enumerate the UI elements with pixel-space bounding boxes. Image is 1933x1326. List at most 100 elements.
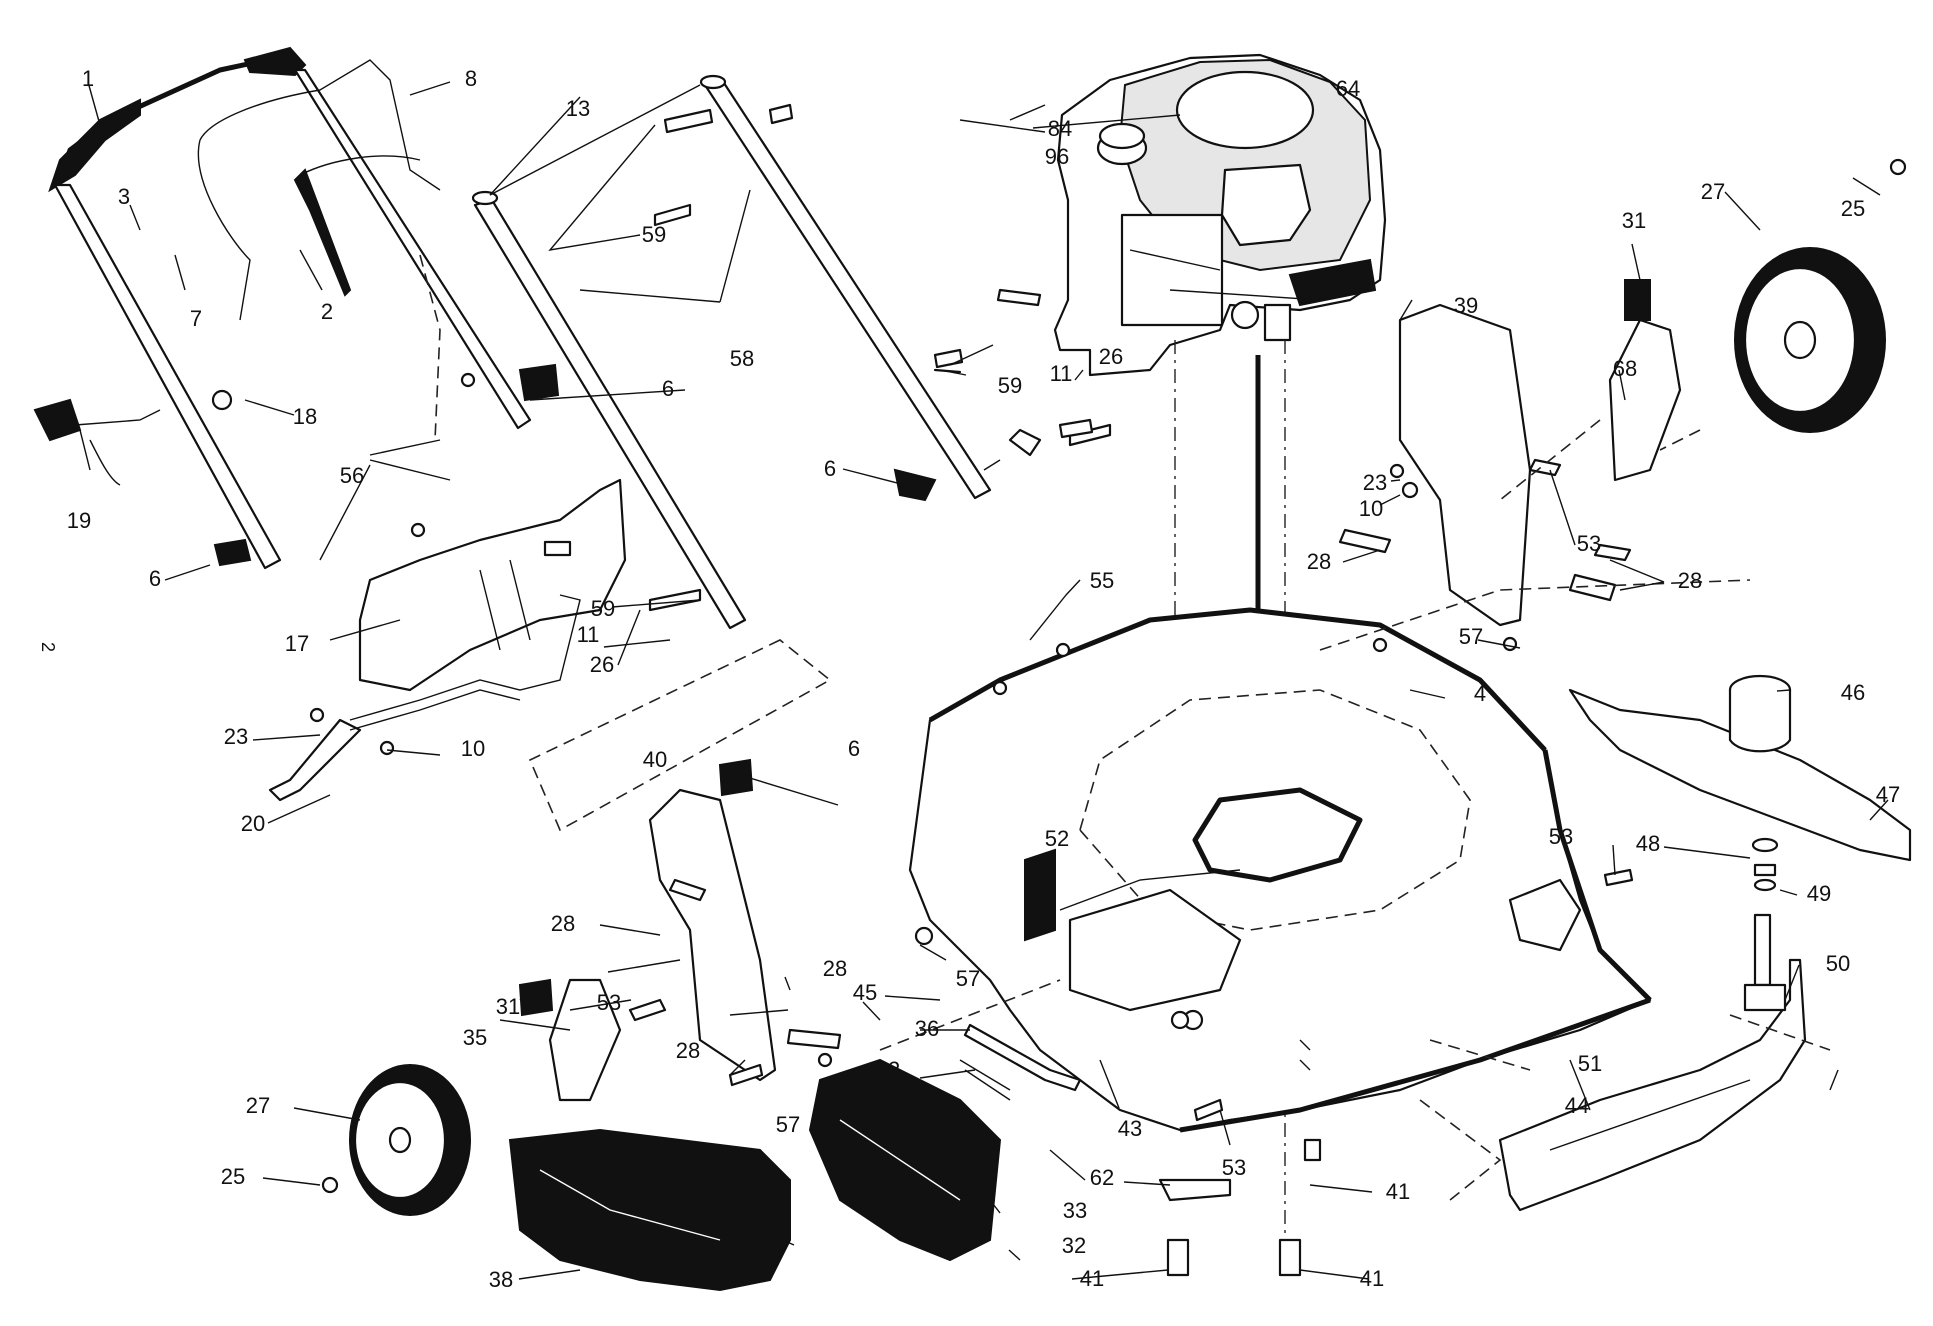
callout-38: 38 (489, 1267, 513, 1292)
callout-23-b: 23 (224, 724, 248, 749)
callout-59-c: 59 (591, 596, 615, 621)
blade-adapter (1728, 674, 1792, 753)
upper-handle (48, 46, 532, 570)
callout-62: 62 (1090, 1165, 1114, 1190)
engine (1053, 53, 1387, 377)
callout-6-b: 6 (662, 376, 674, 401)
callout-35: 35 (463, 1025, 487, 1050)
wing-knob-upper-left (213, 538, 252, 567)
callout-6-a: 6 (149, 566, 161, 591)
callout-57-c: 57 (776, 1112, 800, 1137)
callout-32: 32 (1062, 1233, 1086, 1258)
rear-door-pivot (959, 1023, 1082, 1101)
callout-4: 4 (1474, 681, 1486, 706)
callout-57-b: 57 (956, 966, 980, 991)
blade-bolt (1743, 913, 1787, 1012)
callout-17: 17 (285, 631, 309, 656)
callout-64: 64 (1336, 76, 1360, 101)
rear-door-rod (268, 594, 581, 802)
callout-18: 18 (293, 404, 317, 429)
callout-27-b: 27 (246, 1093, 270, 1118)
callout-84: 84 (1048, 116, 1072, 141)
wing-knob-mid (893, 468, 937, 502)
callout-25-a: 25 (1841, 196, 1865, 221)
callout-10-b: 10 (461, 736, 485, 761)
callout-3: 3 (118, 184, 130, 209)
callout-27-a: 27 (1701, 179, 1725, 204)
callout-33: 33 (1063, 1198, 1087, 1223)
callout-23-a: 23 (1363, 470, 1387, 495)
wheel-front-left (349, 1064, 471, 1216)
callout-11-b: 11 (577, 622, 600, 647)
page-mark: 2 (38, 642, 58, 652)
callout-68: 68 (1613, 356, 1637, 381)
height-adjuster-left (648, 788, 777, 1082)
callout-28-a: 28 (1307, 549, 1331, 574)
callout-39: 39 (1454, 293, 1478, 318)
callout-26-a: 26 (1099, 344, 1123, 369)
front-bumper (1498, 958, 1807, 1212)
callout-45: 45 (853, 980, 877, 1005)
callout-44: 44 (1565, 1093, 1589, 1118)
callout-6-c: 6 (824, 456, 836, 481)
callout-26-b: 26 (590, 652, 614, 677)
callout-7: 7 (190, 306, 202, 331)
adjuster-lever-right (1608, 279, 1682, 482)
callout-20: 20 (241, 811, 265, 836)
callout-43: 43 (1118, 1116, 1142, 1141)
callout-57-a: 57 (1459, 624, 1483, 649)
blade (1568, 688, 1912, 862)
cable-adjuster (33, 398, 161, 486)
callout-96: 96 (1045, 144, 1069, 169)
wing-knob-lower (718, 758, 754, 797)
callout-59-b: 59 (998, 373, 1022, 398)
callout-53-a: 53 (1577, 531, 1601, 556)
hardware (211, 103, 1907, 1277)
callout-31-b: 31 (496, 994, 520, 1019)
callout-59-a: 59 (642, 222, 666, 247)
callout-28-e: 28 (676, 1038, 700, 1063)
callout-52: 52 (1045, 826, 1069, 851)
callout-53-b: 53 (1549, 824, 1573, 849)
rear-discharge-chute (358, 478, 627, 692)
callout-28-c: 28 (551, 911, 575, 936)
lower-handle (471, 74, 992, 630)
callout-46: 46 (1841, 680, 1865, 705)
callout-51: 51 (1578, 1051, 1602, 1076)
rear-baffle (508, 1128, 791, 1292)
callout-labels: 1 3 7 8 2 18 19 6 56 17 6 13 59 58 84 96… (67, 66, 1900, 1292)
callout-49: 49 (1807, 881, 1831, 906)
mulch-plug (808, 1058, 1002, 1262)
callout-31-a: 31 (1622, 208, 1646, 233)
adjuster-lever-left (518, 978, 622, 1102)
mower-deck (908, 607, 1652, 1133)
wing-knob-upper-right (518, 363, 560, 402)
callout-2: 2 (321, 299, 333, 324)
callout-8: 8 (465, 66, 477, 91)
callout-41-a: 41 (1386, 1179, 1410, 1204)
callout-48: 48 (1636, 831, 1660, 856)
callout-55: 55 (1090, 568, 1114, 593)
callout-50: 50 (1826, 951, 1850, 976)
callout-41-c: 41 (1360, 1266, 1384, 1291)
height-adjuster-right (1398, 303, 1532, 627)
callout-56: 56 (340, 463, 364, 488)
callout-10-a: 10 (1359, 496, 1383, 521)
leader-lines (79, 81, 1889, 1280)
callout-58: 58 (730, 346, 754, 371)
callout-36: 36 (915, 1016, 939, 1041)
callout-1: 1 (82, 66, 94, 91)
wheel-rear-right (1734, 247, 1886, 433)
callout-6-d: 6 (848, 736, 860, 761)
callout-40: 40 (643, 747, 667, 772)
callout-13: 13 (566, 96, 590, 121)
callout-19: 19 (67, 508, 91, 533)
callout-11-a: 11 (1050, 361, 1073, 386)
control-bar (197, 59, 441, 321)
callout-25-b: 25 (221, 1164, 245, 1189)
callout-28-d: 28 (823, 956, 847, 981)
callout-47: 47 (1876, 782, 1900, 807)
callout-42: 42 (876, 1057, 900, 1082)
callout-53-c: 53 (597, 990, 621, 1015)
